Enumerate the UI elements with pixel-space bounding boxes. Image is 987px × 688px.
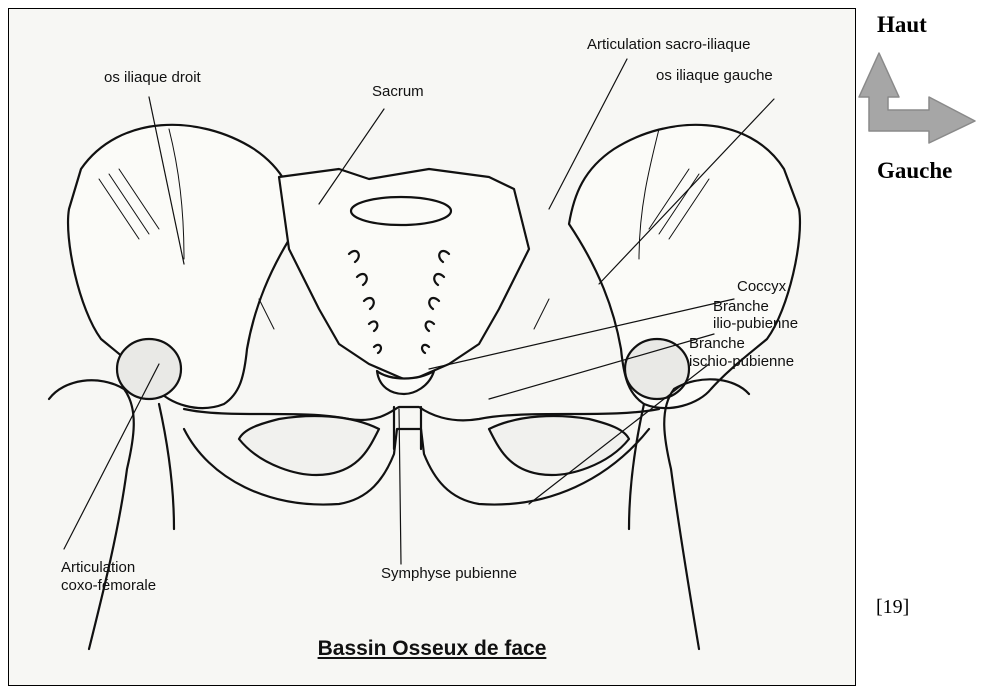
label-articulation-coxo-femorale-line1: Articulation	[61, 559, 135, 576]
label-os-iliaque-droit: os iliaque droit	[104, 69, 201, 86]
left-femur	[629, 379, 749, 649]
label-branche-ilio-pubienne-line2: ilio-pubienne	[713, 315, 798, 332]
label-branche-ilio-pubienne-line1: Branche	[713, 298, 769, 315]
orientation-left-label: Gauche	[877, 158, 952, 184]
figure-title: Bassin Osseux de face	[9, 637, 855, 661]
orientation-arrow-icon	[857, 50, 982, 146]
label-branche-ischio-pubienne-line2: ischio-pubienne	[689, 353, 794, 370]
figure-frame: os iliaque droit Sacrum Articulation sac…	[8, 8, 856, 686]
right-ilium-outline	[68, 125, 299, 408]
reference-citation: [19]	[876, 596, 909, 619]
label-symphyse-pubienne: Symphyse pubienne	[381, 565, 517, 582]
label-coccyx: Coccyx	[737, 278, 786, 295]
right-femur	[49, 380, 174, 649]
label-sacrum: Sacrum	[372, 83, 424, 100]
left-femoral-head	[625, 339, 689, 399]
right-femoral-head	[117, 339, 181, 399]
label-branche-ischio-pubienne-line1: Branche	[689, 335, 745, 352]
orientation-up-label: Haut	[877, 12, 927, 38]
label-os-iliaque-gauche: os iliaque gauche	[656, 67, 773, 84]
label-articulation-coxo-femorale-line2: coxo-fémorale	[61, 577, 156, 594]
label-articulation-sacro-iliaque: Articulation sacro-iliaque	[587, 36, 750, 53]
sacral-promontory	[351, 197, 451, 225]
